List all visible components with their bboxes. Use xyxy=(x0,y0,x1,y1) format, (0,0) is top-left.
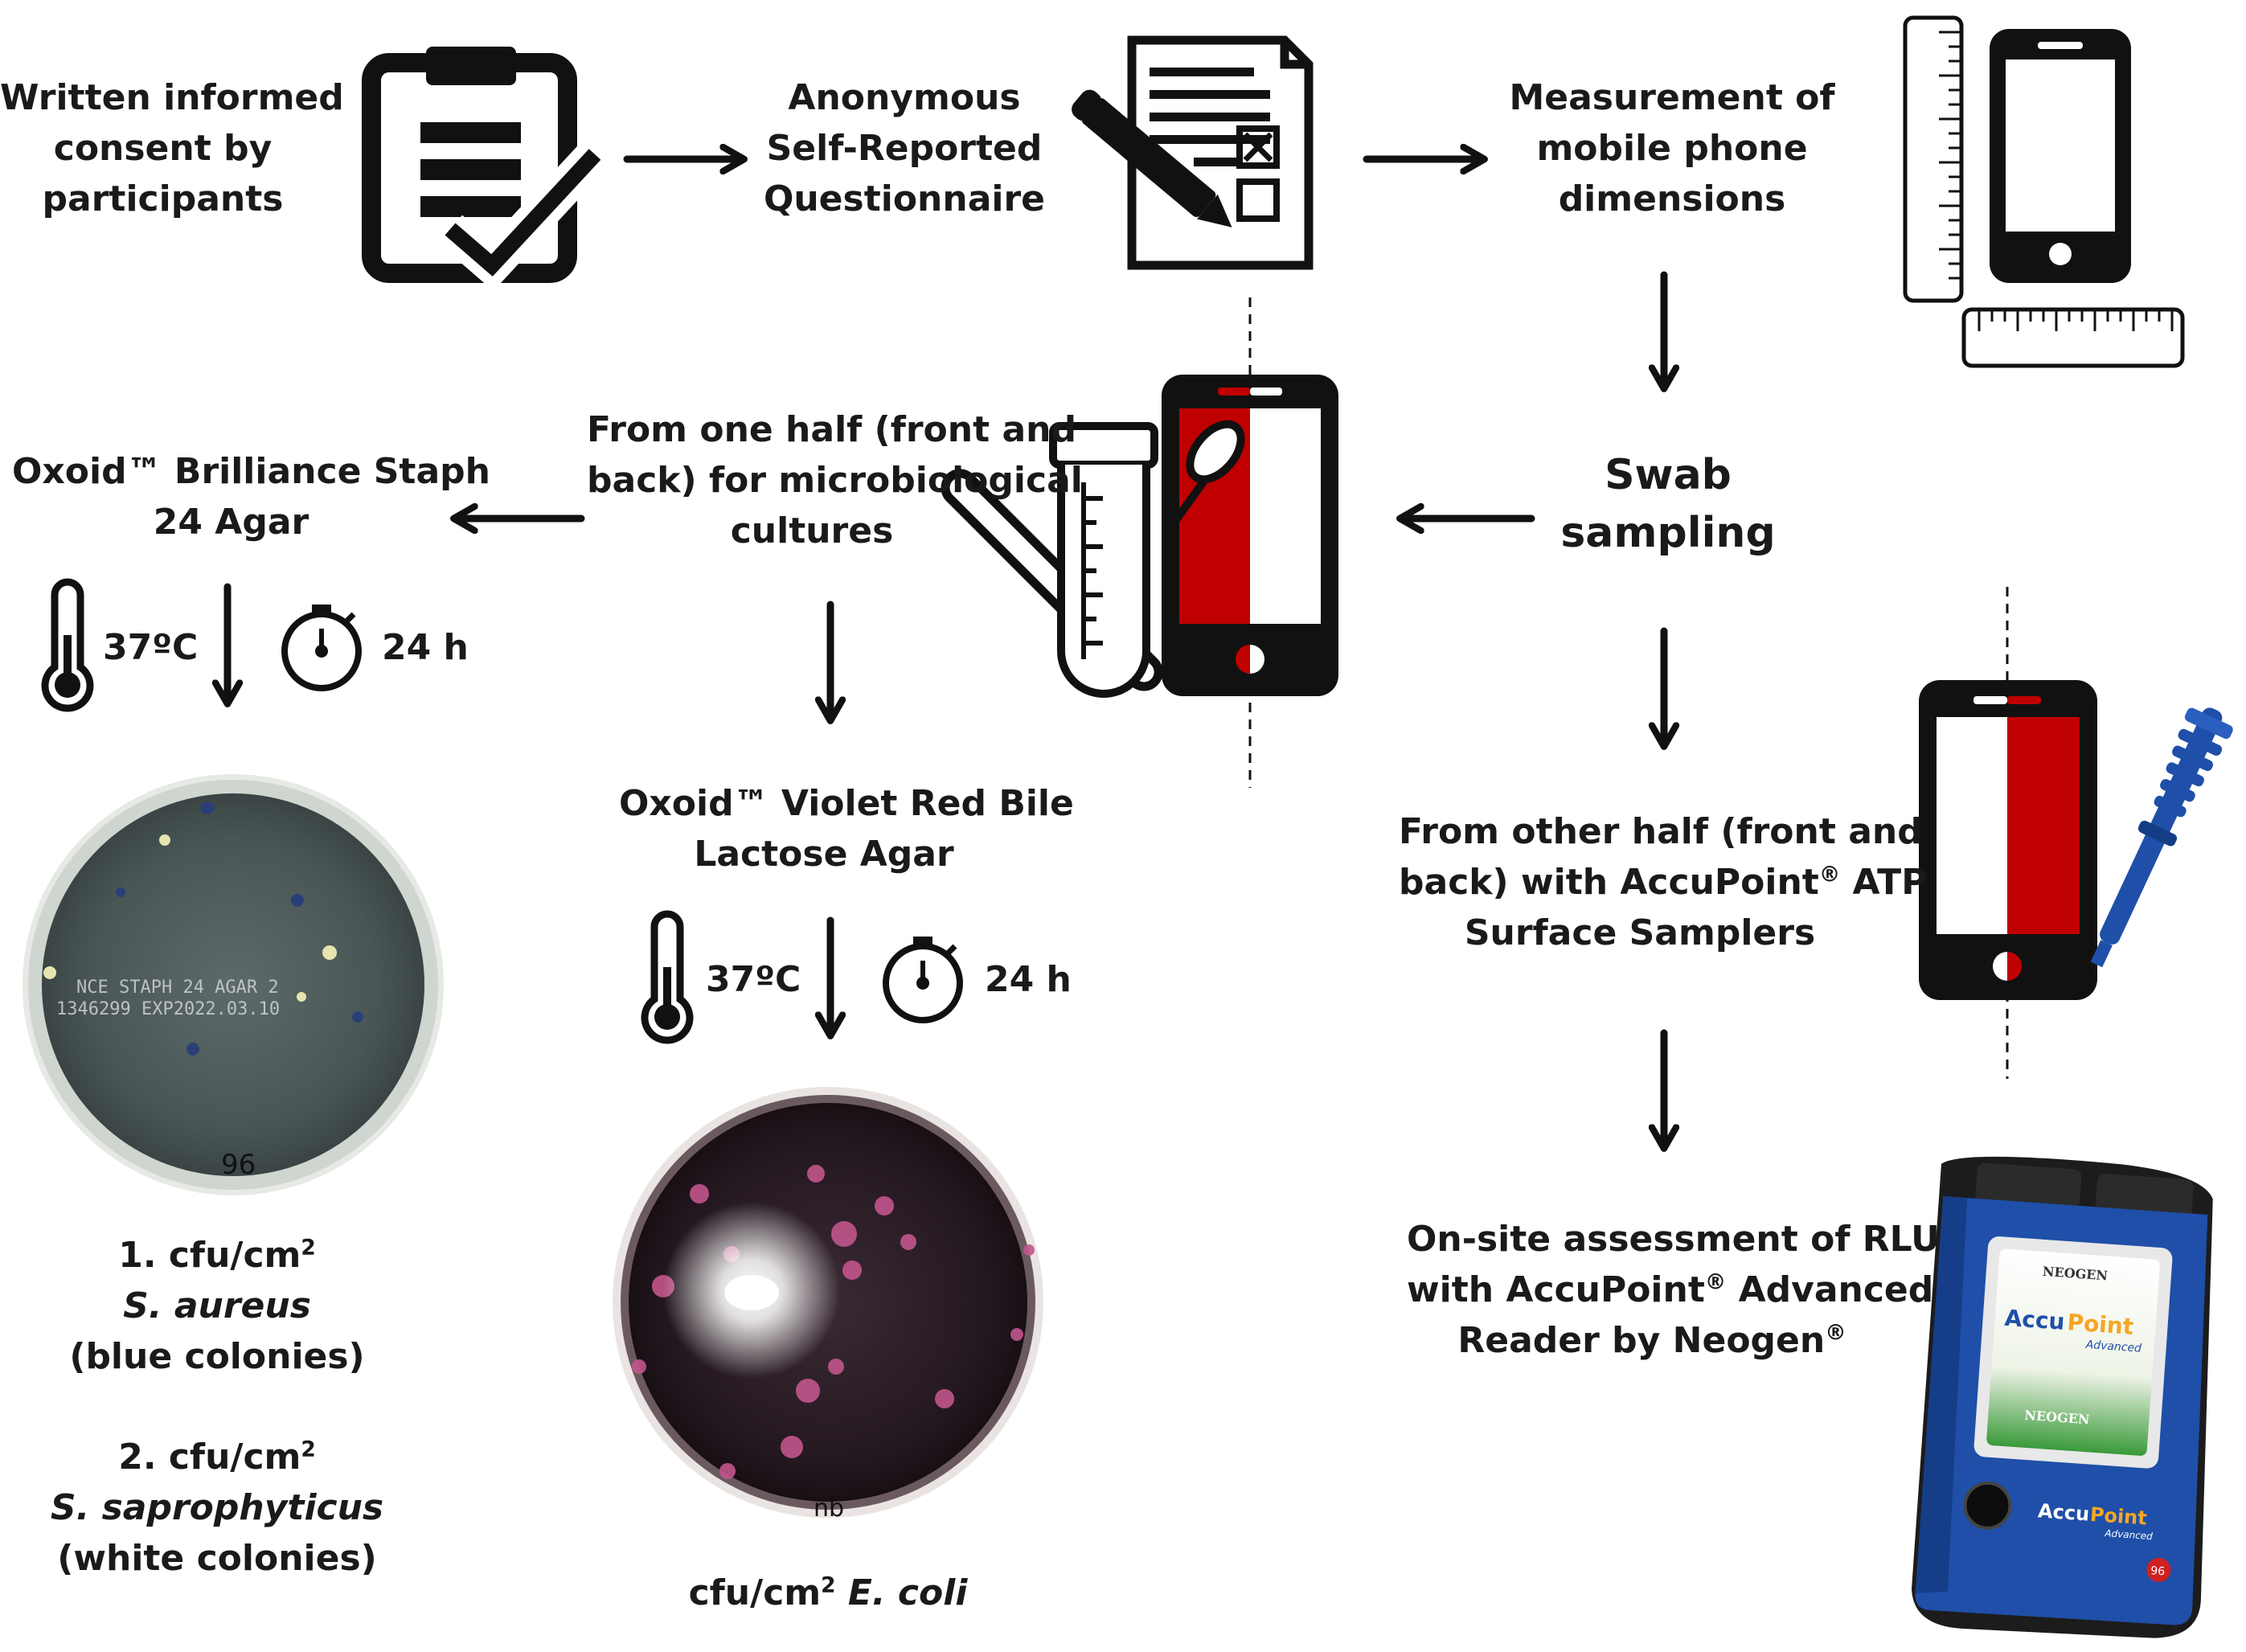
step-oxoid-vrbl: Oxoid™ Violet Red Bile Lactose Agar xyxy=(619,783,1074,875)
step-atp-half: From other half (front and back) with Ac… xyxy=(1399,811,1928,953)
thermometer-icon-2 xyxy=(641,910,694,1044)
device-logo-b: Point xyxy=(2066,1309,2134,1340)
stopwatch-icon-2 xyxy=(883,937,963,1023)
device-badge xyxy=(2146,1557,2171,1582)
device-logo-a: Accu xyxy=(2004,1305,2066,1335)
thermometer-icon xyxy=(41,578,94,712)
questionnaire-icon xyxy=(1072,35,1314,270)
device-logo-sub: Advanced xyxy=(2084,1338,2141,1355)
plate-print-text: NCE STAPH 24 AGAR 2 xyxy=(76,978,279,998)
flow-arrows xyxy=(227,159,1664,1146)
step-rlu-assessment: On-site assessment of RLU with AccuPoint… xyxy=(1407,1219,1940,1361)
device-logo-a-2: Accu xyxy=(2037,1499,2090,1525)
blue-colony xyxy=(116,801,363,1056)
clipboard-check-icon xyxy=(362,47,609,291)
plate-print-text-2: 1346299 EXP2022.03.10 xyxy=(56,999,280,1019)
temperature-label-2: 37ºC xyxy=(706,959,801,1000)
plate-mark: 96 xyxy=(221,1149,256,1181)
phone-ruler-icon xyxy=(1903,15,2185,368)
step-micro-half: From one half (front and back) for micro… xyxy=(587,409,1083,551)
stopwatch-icon xyxy=(281,605,362,691)
time-label-2: 24 h xyxy=(985,959,1072,1000)
petri-dish-staph: NCE STAPH 24 AGAR 2 1346299 EXP2022.03.1… xyxy=(23,774,444,1195)
white-colony xyxy=(43,834,337,1002)
device-logo-sub-2: Advanced xyxy=(2104,1527,2154,1542)
device-logo-b-2: Point xyxy=(2089,1503,2148,1530)
petri-dish-ecoli: nb xyxy=(613,1087,1043,1523)
accupoint-reader-device: NEOGEN Accu Point Advanced NEOGEN Accu P… xyxy=(1912,1156,2213,1638)
results-staph: 1. cfu/cm2 S. aureus (blue colonies) 2. … xyxy=(50,1235,384,1579)
plate-mark-ecoli: nb xyxy=(814,1494,844,1523)
temperature-label: 37ºC xyxy=(103,627,199,668)
phone-half-right-icon xyxy=(1919,680,2097,1000)
phone-half-left-icon xyxy=(1162,375,1338,696)
results-ecoli: cfu/cm2 E. coli xyxy=(688,1572,968,1613)
device-badge-text: 96 xyxy=(2150,1564,2166,1578)
step-swab-sampling: Swab sampling xyxy=(1560,451,1776,557)
device-button xyxy=(1963,1481,2012,1530)
test-tube-swab-icon xyxy=(941,422,1163,698)
step-oxoid-staph: Oxoid™ Brilliance Staph 24 Agar xyxy=(12,451,490,543)
atp-sampler-icon xyxy=(2090,707,2233,968)
step-measurement: Measurement of mobile phone dimensions xyxy=(1509,77,1835,219)
step-questionnaire: Anonymous Self-Reported Questionnaire xyxy=(763,77,1046,219)
step-consent: Written informed consent by participants xyxy=(0,77,344,219)
time-label: 24 h xyxy=(382,627,469,668)
